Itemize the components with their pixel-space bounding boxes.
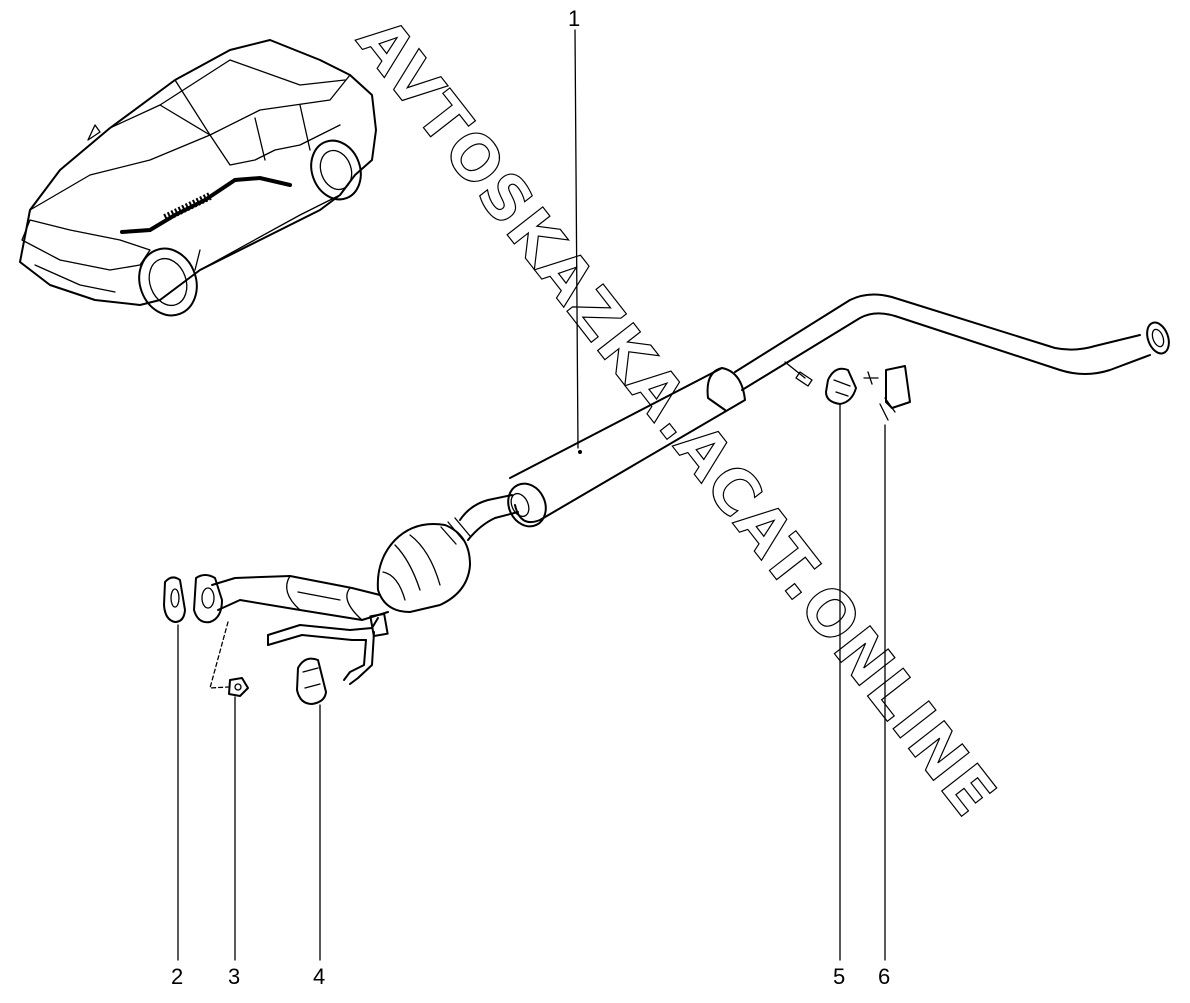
car-illustration — [19, 39, 377, 317]
callout-3: 3 — [228, 964, 240, 989]
callout-6: 6 — [878, 964, 890, 989]
callout-numbers: 1 2 3 4 5 6 — [171, 6, 890, 989]
callout-5: 5 — [833, 964, 845, 989]
rear-rubber-hanger — [825, 367, 857, 405]
callout-2: 2 — [171, 964, 183, 989]
rubber-mount — [296, 657, 327, 705]
watermark-text: AVTOSKAZKA.ACAT.ONLINE — [343, 4, 1011, 830]
callout-4: 4 — [313, 964, 325, 989]
watermark: AVTOSKAZKA.ACAT.ONLINE — [343, 4, 1012, 832]
callout-1: 1 — [568, 6, 580, 31]
gasket — [163, 576, 186, 623]
exhaust-pipe-assembly — [193, 293, 1170, 685]
flange-nut — [209, 621, 249, 697]
leader-lines — [177, 29, 886, 961]
rear-bracket — [863, 365, 911, 421]
